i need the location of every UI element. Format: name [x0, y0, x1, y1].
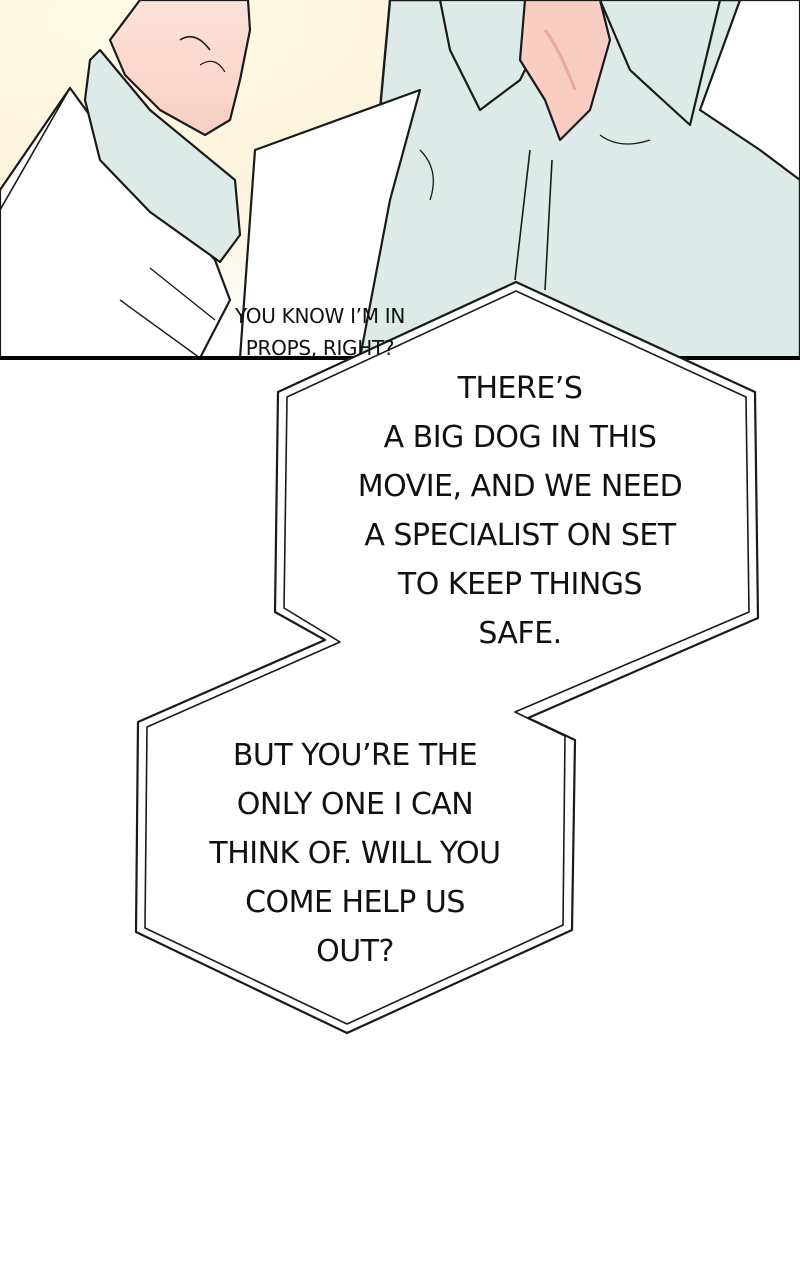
bubble-inner-outline	[144, 290, 750, 1025]
suit-jacket-right	[698, 0, 800, 182]
bubble-lower-line-3: THINK OF. WILL YOU	[209, 836, 501, 871]
caption-line-1: YOU KNOW I’M IN	[234, 304, 406, 328]
bubble-upper-line-6: SAFE.	[478, 616, 562, 651]
bubble-upper	[134, 280, 760, 1035]
suit-jacket-center	[238, 88, 422, 360]
collar-right	[598, 0, 722, 127]
bubble-upper-line-2: A BIG DOG IN THIS	[383, 420, 657, 455]
hand	[108, 0, 252, 137]
bubble-upper-line-4: A SPECIALIST ON SET	[364, 518, 676, 553]
bubble-lower-line-5: OUT?	[316, 934, 394, 969]
bubble-upper-line-3: MOVIE, AND WE NEED	[357, 469, 683, 504]
bubble-upper-text: THERE’S A BIG DOG IN THIS MOVIE, AND WE …	[325, 364, 715, 658]
bubble-upper-line-1: THERE’S	[457, 371, 583, 406]
speech-bubbles	[134, 280, 760, 1035]
bubble-upper-line-5: TO KEEP THINGS	[397, 567, 643, 602]
bubble-lower-line-4: COME HELP US	[245, 885, 465, 920]
shirt-sleeve	[83, 48, 242, 264]
bubble-lower-text: BUT YOU’RE THE ONLY ONE I CAN THINK OF. …	[160, 731, 550, 976]
caption-props: YOU KNOW I’M IN PROPS, RIGHT?	[205, 300, 435, 364]
caption-line-2: PROPS, RIGHT?	[245, 336, 395, 360]
bubble-lower-line-1: BUT YOU’RE THE	[232, 738, 478, 773]
bubble-lower-line-2: ONLY ONE I CAN	[236, 787, 474, 822]
top-panel	[0, 0, 800, 360]
neck	[518, 0, 612, 142]
